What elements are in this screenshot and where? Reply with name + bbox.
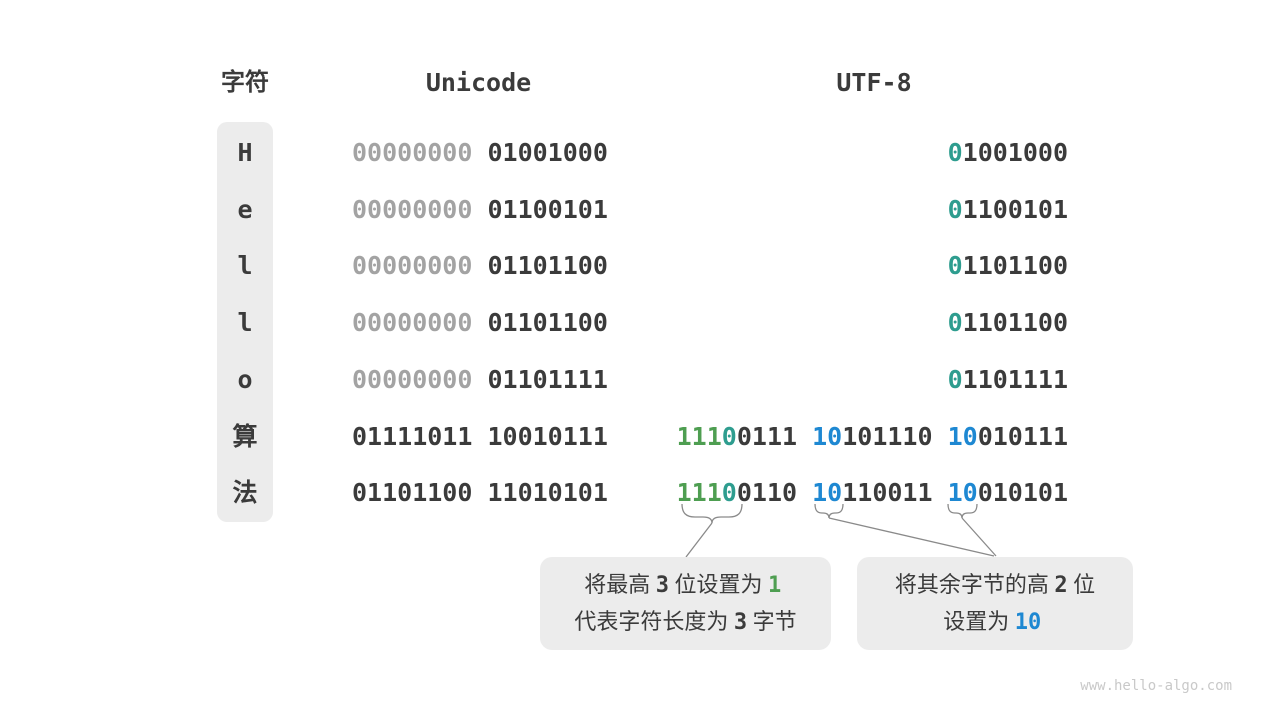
- text-segment: 00000000: [352, 251, 473, 281]
- character-cell: 法: [232, 478, 258, 508]
- text-segment: 111: [676, 478, 722, 508]
- column-header-utf8: UTF-8: [836, 68, 912, 97]
- text-segment: 111: [676, 421, 722, 451]
- text-segment: 0: [947, 138, 963, 167]
- text-segment: 0111: [736, 421, 813, 451]
- unicode-binary-value: 00000000 01001000: [352, 124, 608, 181]
- text-segment: 01101100 11010101: [352, 478, 608, 508]
- text-segment: 3: [655, 572, 669, 598]
- text-segment: 0: [947, 251, 963, 281]
- utf8-binary-value: 01100101: [948, 181, 1068, 238]
- text-segment: 01101111: [472, 364, 608, 394]
- text-segment: 101110: [842, 421, 948, 451]
- text-segment: 2: [1054, 572, 1068, 598]
- text-segment: 代表字符长度为: [574, 608, 729, 634]
- text-segment: 0: [947, 364, 963, 394]
- unicode-binary-value: 00000000 01101100: [352, 237, 608, 294]
- text-segment: 10: [1014, 609, 1042, 635]
- connector-line-left-box: [685, 522, 713, 558]
- text-segment: 1101100: [962, 251, 1068, 281]
- connector-line-byte2-right-box: [828, 517, 995, 557]
- text-segment: 将其余字节的高: [894, 571, 1049, 597]
- text-segment: 0: [721, 478, 737, 508]
- column-header-character: 字符: [221, 69, 269, 96]
- connector-line-byte3-right-box: [961, 517, 997, 557]
- text-segment: 位: [1073, 571, 1096, 597]
- text-segment: 01101100: [472, 308, 608, 338]
- unicode-binary-value: 00000000 01100101: [352, 181, 608, 238]
- text-segment: 1101111: [962, 364, 1068, 394]
- text-segment: 00000000: [352, 194, 473, 224]
- character-cell: o: [237, 364, 253, 394]
- text-segment: 010111: [977, 421, 1068, 451]
- text-segment: 01101100: [472, 251, 608, 281]
- text-segment: 字节: [752, 608, 797, 634]
- text-segment: 1101100: [962, 308, 1068, 338]
- text-segment: 10: [812, 421, 843, 451]
- utf8-binary-value: 01101100: [948, 294, 1068, 351]
- unicode-binary-value: 01111011 10010111: [352, 408, 608, 465]
- character-cell: H: [237, 138, 253, 167]
- text-segment: 10: [812, 478, 843, 508]
- character-column-background: [217, 122, 273, 522]
- unicode-binary-value: 00000000 01101111: [352, 351, 608, 408]
- utf8-binary-value: 11100111 10101110 10010111: [677, 408, 1068, 465]
- text-segment: 位设置为: [674, 571, 763, 597]
- text-segment: 10: [947, 478, 978, 508]
- text-segment: 0110: [736, 478, 813, 508]
- text-segment: 00000000: [352, 364, 473, 394]
- utf8-binary-value: 01001000: [948, 124, 1068, 181]
- text-segment: 0: [721, 421, 737, 451]
- text-segment: 0: [947, 308, 963, 338]
- text-segment: 01001000: [472, 138, 608, 167]
- text-segment: 00000000: [352, 308, 473, 338]
- text-segment: 00000000: [352, 138, 473, 167]
- text-segment: 10: [947, 421, 978, 451]
- text-segment: 01100101: [472, 194, 608, 224]
- utf8-binary-value: 01101111: [948, 351, 1068, 408]
- character-cell: l: [237, 308, 253, 338]
- character-cell: e: [237, 194, 253, 224]
- text-segment: 3: [733, 609, 748, 635]
- text-segment: 将最高: [584, 571, 651, 597]
- utf8-binary-value: 11100110 10110011 10010101: [677, 464, 1068, 521]
- text-segment: 01111011 10010111: [352, 421, 608, 451]
- text-segment: 110011: [842, 478, 948, 508]
- unicode-binary-value: 01101100 11010101: [352, 464, 608, 521]
- column-header-unicode: Unicode: [425, 68, 532, 97]
- character-cell: 算: [232, 421, 258, 451]
- unicode-binary-value: 00000000 01101100: [352, 294, 608, 351]
- text-segment: 0: [947, 194, 963, 224]
- text-segment: 1100101: [962, 194, 1068, 224]
- text-segment: 设置为: [943, 608, 1010, 634]
- watermark-url: www.hello-algo.com: [1080, 678, 1232, 694]
- character-cell: l: [237, 251, 253, 281]
- text-segment: 1: [768, 572, 782, 598]
- utf8-binary-value: 01101100: [948, 237, 1068, 294]
- text-segment: 1001000: [962, 138, 1068, 167]
- text-segment: 010101: [977, 478, 1068, 508]
